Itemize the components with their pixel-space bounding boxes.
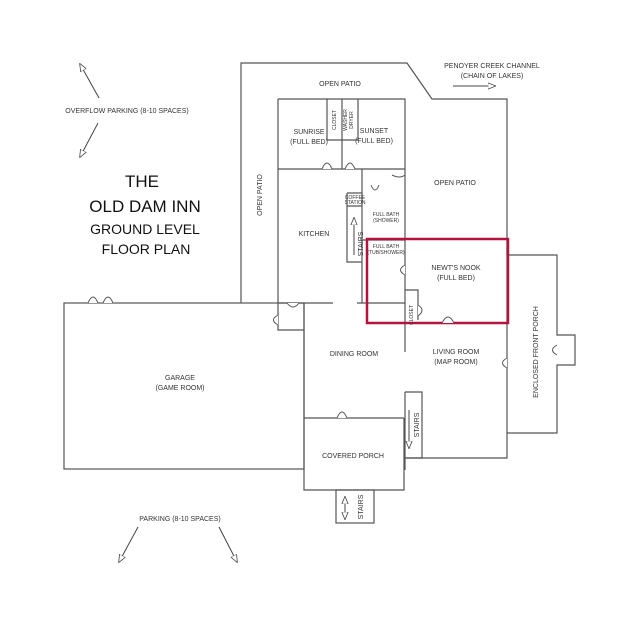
overflow-parking-arrows-icon	[80, 64, 100, 157]
overflow-parking-label: OVERFLOW PARKING (8-10 SPACES)	[65, 108, 188, 115]
living-room-sub-label: (MAP ROOM)	[434, 359, 477, 366]
open-patio-outline	[240, 62, 508, 303]
newts-nook-label[interactable]: NEWT'S NOOK	[431, 265, 481, 272]
stairs-living-label: STAIRS	[414, 412, 421, 437]
bedrooms-block	[278, 98, 406, 169]
garage-sub-label: (GAME ROOM)	[156, 385, 205, 392]
enclosed-front-porch-label[interactable]: ENCLOSED FRONT PORCH	[533, 306, 540, 398]
creek-label-line1: PENOYER CREEK CHANNEL	[444, 63, 540, 70]
open-patio-left-label: OPEN PATIO	[257, 174, 264, 216]
sunrise-sub-label: (FULL BED)	[290, 139, 328, 146]
newts-nook-highlight[interactable]	[365, 237, 510, 325]
closet-top-label: CLOSET	[332, 110, 338, 130]
creek-label-line2: (CHAIN OF LAKES)	[461, 73, 524, 80]
sunrise-label[interactable]: SUNRISE	[293, 129, 324, 136]
stairs-porch-label: STAIRS	[358, 494, 365, 519]
full-bath-tub-sub: (TUB/SHOWER)	[367, 250, 405, 256]
washer-label: WASHER	[343, 109, 349, 131]
parking-arrows-icon	[119, 526, 237, 562]
closet-nook-label: CLOSET	[409, 305, 415, 325]
door-icons	[87, 162, 558, 419]
kitchen-label[interactable]: KITCHEN	[299, 231, 330, 238]
dining-room-label[interactable]: DINING ROOM	[330, 351, 378, 358]
covered-porch-label[interactable]: COVERED PORCH	[322, 453, 384, 460]
open-patio-top-label: OPEN PATIO	[319, 81, 361, 88]
sunset-sub-label: (FULL BED)	[355, 138, 393, 145]
title-floor-plan: FLOOR PLAN	[102, 241, 191, 257]
stairs-kitchen-label: STAIRS	[358, 231, 365, 256]
parking-label: PARKING (8-10 SPACES)	[139, 516, 220, 523]
enclosed-front-porch-outline	[506, 240, 576, 434]
dryer-label: DRYER	[349, 111, 355, 129]
full-bath-shower-sub: (SHOWER)	[373, 218, 399, 224]
newts-nook-sub-label: (FULL BED)	[437, 275, 475, 282]
title-the: THE	[125, 172, 159, 191]
coffee-label: COFFEE	[345, 195, 366, 201]
garage-outline	[63, 302, 305, 470]
title-level: GROUND LEVEL	[90, 221, 200, 237]
sunset-label[interactable]: SUNSET	[360, 128, 389, 135]
title-inn-name: OLD DAM INN	[89, 197, 200, 216]
garage-label[interactable]: GARAGE	[165, 375, 195, 382]
full-bath-tub-label: FULL BATH	[373, 244, 400, 250]
open-patio-right-label: OPEN PATIO	[434, 180, 476, 187]
station-label: STATION	[345, 200, 366, 206]
full-bath-shower-label: FULL BATH	[373, 212, 400, 218]
living-room-label[interactable]: LIVING ROOM	[433, 349, 480, 356]
